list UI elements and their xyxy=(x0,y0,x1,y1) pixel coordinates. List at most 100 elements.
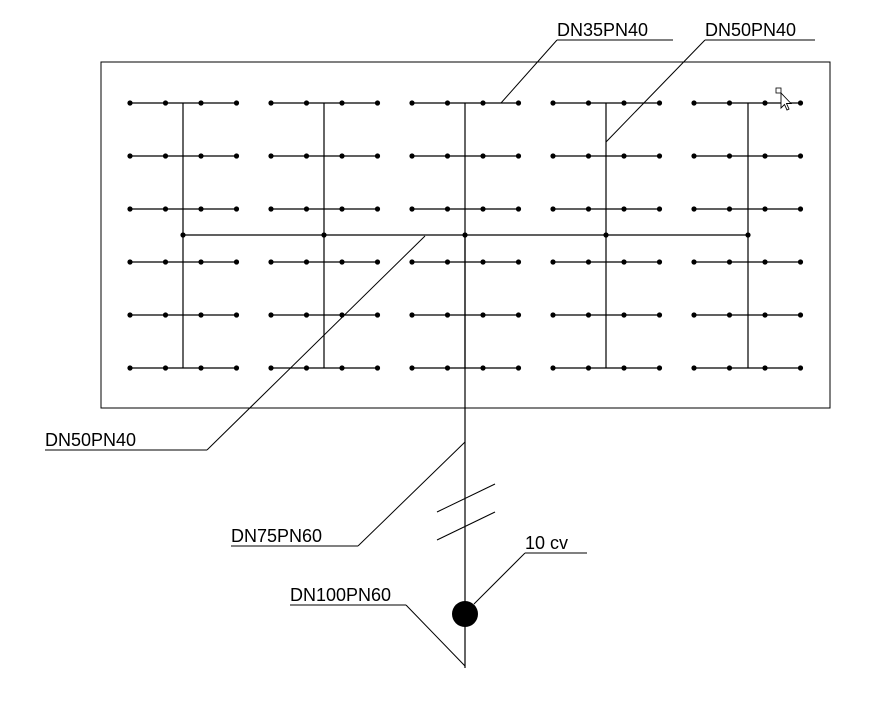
mainline-pipe-label: DN100PN60 xyxy=(290,585,391,605)
sprinkler-icon xyxy=(550,100,556,106)
sprinkler-icon xyxy=(268,100,274,106)
sprinkler-icon xyxy=(444,312,451,318)
sprinkler-icon xyxy=(480,259,486,265)
sprinkler-icon xyxy=(127,100,133,106)
sprinkler-icon xyxy=(691,153,697,159)
sprinkler-icon xyxy=(162,206,169,212)
sprinkler-icon xyxy=(550,365,556,371)
sprinkler-icon xyxy=(162,259,169,265)
sprinkler-icon xyxy=(585,259,592,265)
sprinkler-icon xyxy=(762,259,768,265)
supply-pipe-label: DN75PN60 xyxy=(231,526,322,546)
mainline-pipe-callout: DN100PN60 xyxy=(290,585,466,667)
sprinkler-icon xyxy=(621,365,627,371)
sprinkler-icon xyxy=(444,365,451,371)
sprinkler-icon xyxy=(303,206,310,212)
sprinkler-icon xyxy=(303,100,310,106)
sprinkler-icon xyxy=(127,259,133,265)
sprinkler-icon xyxy=(515,206,522,212)
sprinkler-icon xyxy=(303,312,310,318)
sprinkler-icon xyxy=(621,206,627,212)
main-header-callout: DN50PN40 xyxy=(45,235,426,451)
sprinkler-icon xyxy=(233,206,240,212)
sprinkler-icon xyxy=(127,312,133,318)
sprinkler-icon xyxy=(198,259,204,265)
main-header-label: DN50PN40 xyxy=(45,430,136,450)
sprinkler-icon xyxy=(515,100,522,106)
sprinkler-icon xyxy=(726,153,733,159)
pump-power-label: 10 cv xyxy=(525,533,568,553)
sprinkler-icon xyxy=(656,259,663,265)
sprinkler-icon xyxy=(550,259,556,265)
sprinkler-icon xyxy=(233,100,240,106)
sprinkler-icon xyxy=(691,259,697,265)
sprinkler-icon xyxy=(162,312,169,318)
sprinkler-icon xyxy=(726,100,733,106)
pump-icon xyxy=(452,601,478,627)
sprinkler-icon xyxy=(339,259,345,265)
sprinkler-icon xyxy=(444,206,451,212)
sprinkler-icon xyxy=(198,206,204,212)
sprinkler-icon xyxy=(268,312,274,318)
sprinkler-icon xyxy=(762,206,768,212)
sprinkler-icon xyxy=(585,100,592,106)
sprinkler-icon xyxy=(726,365,733,371)
sprinkler-icon xyxy=(374,100,381,106)
sprinkler-icon xyxy=(797,153,804,159)
sprinkler-icon xyxy=(198,100,204,106)
sprinkler-icon xyxy=(621,312,627,318)
sprinkler-icon xyxy=(656,153,663,159)
sprinkler-icon xyxy=(480,206,486,212)
sprinkler-icon xyxy=(374,312,381,318)
sprinkler-icon xyxy=(621,153,627,159)
sprinkler-icon xyxy=(409,365,415,371)
supply-pipe-callout: DN75PN60 xyxy=(231,441,466,547)
sprinkler-icon xyxy=(656,206,663,212)
sprinkler-icon xyxy=(726,312,733,318)
sprinkler-icon xyxy=(268,259,274,265)
sprinkler-icon xyxy=(268,206,274,212)
sprinkler-icon xyxy=(268,365,274,371)
sprinkler-icon xyxy=(303,365,310,371)
sprinkler-icon xyxy=(303,259,310,265)
sprinkler-icon xyxy=(339,153,345,159)
sprinkler-icon xyxy=(374,259,381,265)
sprinkler-icon xyxy=(797,100,804,106)
sprinkler-icon xyxy=(691,206,697,212)
sprinkler-icon xyxy=(480,312,486,318)
sprinkler-icon xyxy=(233,365,240,371)
pump-power-callout: 10 cv xyxy=(473,533,587,605)
sprinkler-icon xyxy=(585,312,592,318)
sprinkler-icon xyxy=(268,153,274,159)
sprinkler-icon xyxy=(127,206,133,212)
sprinkler-icon xyxy=(797,365,804,371)
sprinkler-icon xyxy=(797,312,804,318)
sprinkler-icon xyxy=(233,312,240,318)
lateral-pipe-callout: DN35PN40 xyxy=(500,20,673,104)
sprinkler-icon xyxy=(656,365,663,371)
sprinkler-icon xyxy=(233,153,240,159)
sprinkler-icon xyxy=(656,100,663,106)
sprinkler-icon xyxy=(198,365,204,371)
sprinkler-icon xyxy=(480,153,486,159)
sprinkler-icon xyxy=(550,153,556,159)
sprinkler-icon xyxy=(339,365,345,371)
sprinkler-icon xyxy=(409,259,415,265)
sprinkler-icon xyxy=(585,153,592,159)
sprinkler-icon xyxy=(162,365,169,371)
sprinkler-icon xyxy=(444,259,451,265)
sprinkler-icon xyxy=(726,206,733,212)
sprinkler-icon xyxy=(691,365,697,371)
sprinkler-icon xyxy=(656,312,663,318)
sprinkler-icon xyxy=(339,206,345,212)
lateral-pipe-label: DN35PN40 xyxy=(557,20,648,40)
arrow-cursor-icon xyxy=(775,87,793,111)
sprinkler-icon xyxy=(762,100,768,106)
sprinkler-icon xyxy=(515,312,522,318)
sprinkler-icon xyxy=(585,206,592,212)
sprinkler-icon xyxy=(409,312,415,318)
sprinkler-icon xyxy=(797,206,804,212)
sprinkler-icon xyxy=(621,259,627,265)
sprinkler-icon xyxy=(409,206,415,212)
